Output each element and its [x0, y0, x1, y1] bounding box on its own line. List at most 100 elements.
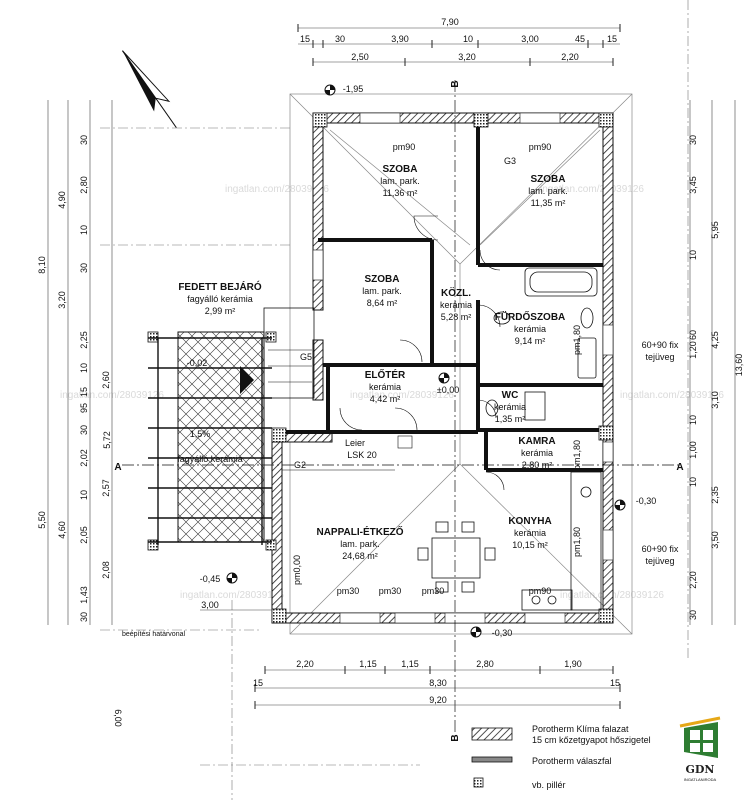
stair-type-label: LSK 20: [347, 450, 377, 460]
room-area: 24,68 m²: [342, 551, 378, 561]
room-area: 11,36 m²: [383, 188, 418, 198]
room-floor: kerámia: [369, 382, 401, 392]
dim-label: 13,60: [734, 354, 744, 377]
terrace-level: -0,02: [187, 358, 208, 368]
terrace-slope: 1,5%: [190, 429, 211, 439]
stair-label: Leier: [345, 438, 365, 448]
sill-height-label: pm30: [422, 586, 445, 596]
dim-label: 4,90: [57, 191, 67, 209]
room-area: 2,80 m²: [522, 460, 553, 470]
dim-label: 30: [688, 135, 698, 145]
dim-label: 2,20: [296, 659, 314, 669]
dim-total-width: 7,90: [441, 17, 459, 27]
dim-label: 10: [688, 415, 698, 425]
room-name: KÖZL.: [441, 286, 471, 299]
dim-label: 2,20: [688, 571, 698, 589]
room-area: 8,64 m²: [367, 298, 398, 308]
dining-table: [417, 521, 496, 593]
watermarks: ingatlan.com/28039126 ingatlan.com/28039…: [60, 184, 724, 601]
sill-height-label: pm0,00: [292, 555, 302, 585]
room-floor: kerámia: [521, 448, 553, 458]
level-marker-icons: [226, 84, 626, 638]
dim-label: 1,15: [359, 659, 377, 669]
interior-walls: [282, 118, 603, 472]
gdn-logo: GDN INGATLANIRODA: [679, 716, 721, 782]
watermark-text: ingatlan.com/28039126: [180, 590, 284, 601]
dim-label: 1,43: [79, 586, 89, 604]
dim-label: 1,15: [401, 659, 419, 669]
door-swings: [339, 215, 505, 491]
dim-label: 30: [335, 34, 345, 44]
room-name: KONYHA: [508, 516, 551, 527]
room-floor: lam. park.: [362, 286, 402, 296]
room-name: KAMRA: [518, 436, 555, 447]
window-label: 60+90 fix: [642, 544, 679, 554]
dim-label: 2,35: [710, 486, 720, 504]
dim-label: 2,50: [351, 52, 369, 62]
dim-label: 30: [688, 610, 698, 620]
dim-label: 8,10: [37, 256, 47, 274]
right-dimensions: 13,60 5,95 4,25 3,10 2,35 3,50 30 3,45 1…: [688, 135, 744, 620]
dim-label: 15: [79, 387, 89, 397]
misc-labels: Leier LSK 20 G2 G3 G5 ±0,00 -1,95 -0,45 …: [113, 80, 684, 741]
entrance-arrow-icon: [240, 366, 254, 394]
dim-label: 15: [610, 678, 620, 688]
legend: Porotherm Klíma falazat 15 cm kőzetgyapo…: [471, 724, 651, 790]
legend-label: Porotherm Klíma falazat: [532, 724, 629, 734]
level-label: -1,95: [343, 84, 364, 94]
dim-label: 2,80: [476, 659, 494, 669]
bathroom-fixtures: [485, 267, 598, 421]
dim-label: 3,45: [688, 176, 698, 194]
room-area: 9,14 m²: [515, 336, 546, 346]
legend-swatch-exterior-wall: [471, 727, 513, 741]
terrace-floor: fagyálló kerámia: [177, 454, 243, 464]
sill-height-label: pm1,80: [572, 325, 582, 355]
level-label: ±0,00: [437, 385, 459, 395]
kitchen-fixtures: [521, 471, 602, 611]
window-glass-label: tejüveg: [645, 352, 674, 362]
section-label-a: A: [676, 462, 683, 473]
dim-label: 5,50: [37, 511, 47, 529]
room-area: 5,28 m²: [441, 312, 472, 322]
sill-height-label: pm30: [337, 586, 360, 596]
dim-label: 4,60: [57, 521, 67, 539]
dim-label: 3,90: [391, 34, 409, 44]
dim-label: 1,00: [688, 441, 698, 459]
section-lines: [122, 80, 680, 740]
dim-label: 2,20: [561, 52, 579, 62]
room-labels: SZOBA lam. park. 11,36 m² SZOBA lam. par…: [178, 164, 567, 561]
room-name: SZOBA: [531, 174, 566, 185]
dim-total-width-bottom: 9,20: [429, 695, 447, 705]
room-area: 10,15 m²: [512, 540, 548, 550]
room-area: 1,35 m²: [495, 414, 526, 424]
room-floor: fagyálló kerámia: [187, 294, 253, 304]
dim-label: 10: [79, 363, 89, 373]
legend-label: Porotherm válaszfal: [532, 756, 612, 766]
room-area: 11,35 m²: [531, 198, 566, 208]
dim-label: 2,02: [79, 449, 89, 467]
gate-label: G3: [504, 156, 516, 166]
dim-label: 5,72: [102, 431, 112, 449]
room-floor: lam. park.: [340, 539, 380, 549]
room-name: FÜRDŐSZOBA: [495, 310, 566, 323]
room-name: ELŐTÉR: [365, 368, 406, 381]
room-name: SZOBA: [383, 164, 418, 175]
sill-height-label: pm90: [393, 142, 416, 152]
room-floor: lam. park.: [528, 186, 568, 196]
level-label: -0,30: [492, 628, 513, 638]
dim-label: 3,50: [710, 531, 720, 549]
boundary-lines: [100, 0, 689, 800]
dim-label: 3,00: [521, 34, 539, 44]
room-area: 4,42 m²: [370, 394, 401, 404]
dim-label: 15: [253, 678, 263, 688]
dim-label: 1,20: [688, 341, 698, 359]
gate-label: G5: [300, 352, 312, 362]
dim-label: 10: [79, 225, 89, 235]
top-dimensions: 7,90 15 30 3,90 10 3,00 45 15 2,50 3,20 …: [300, 17, 617, 62]
dim-label: 2,60: [101, 371, 111, 389]
dim-label: 10: [79, 490, 89, 500]
room-floor: kerámia: [494, 402, 526, 412]
dim-label: 2,57: [101, 479, 111, 497]
exterior-window-openings: [312, 112, 614, 624]
room-floor: kerámia: [514, 528, 546, 538]
